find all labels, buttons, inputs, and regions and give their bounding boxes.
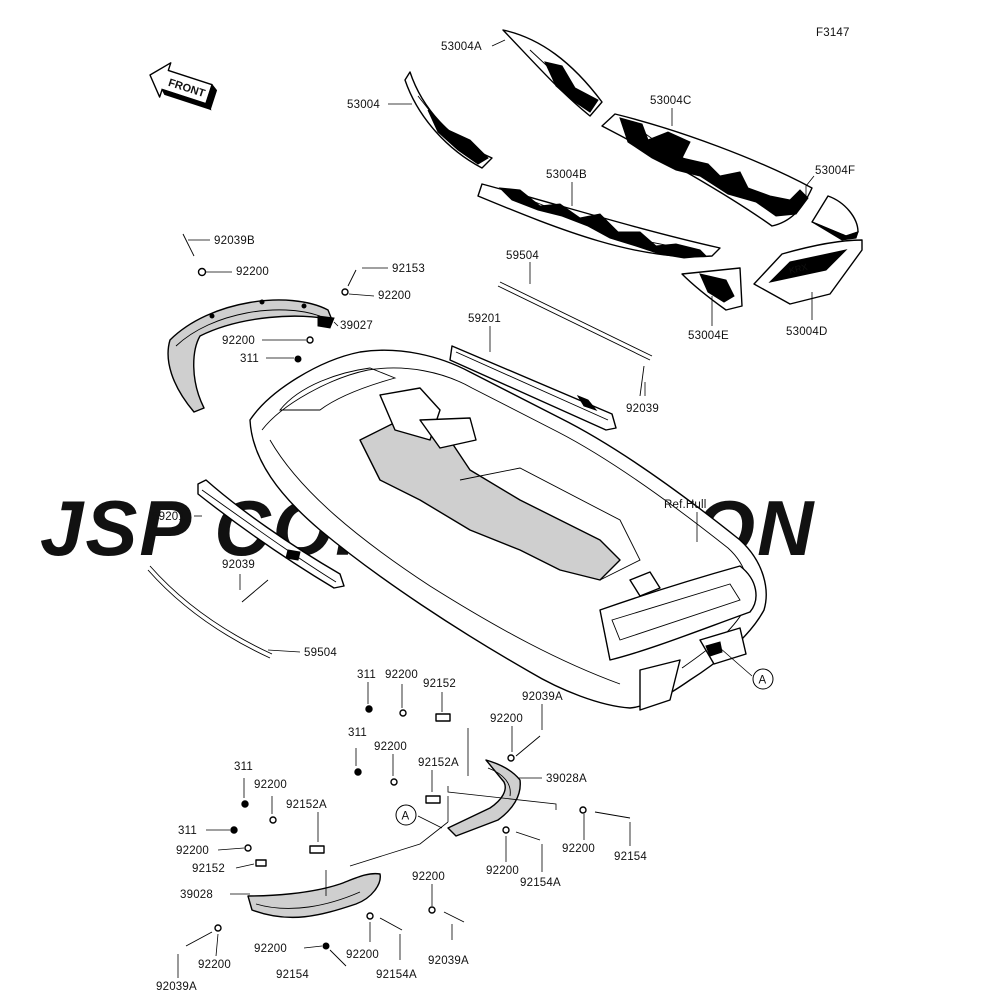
- svg-text:A: A: [759, 675, 767, 687]
- leader-lines: [177, 39, 815, 978]
- part-label: 311: [178, 825, 197, 837]
- part-label: 59504: [506, 250, 539, 262]
- part-label: 39028: [180, 889, 213, 901]
- part-label: 92039A: [522, 691, 563, 703]
- part-label: 311: [234, 761, 253, 773]
- part-label: 92200: [412, 871, 445, 883]
- part-label: 53004D: [786, 326, 827, 338]
- molding-59504-top: [497, 281, 653, 361]
- svg-text:A: A: [402, 811, 410, 823]
- part-label: 92200: [346, 949, 379, 961]
- part-label: 39028A: [546, 773, 587, 785]
- part-label: 92039: [222, 559, 255, 571]
- svg-text:KRX: KRX: [788, 262, 808, 276]
- part-label: 53004C: [650, 95, 691, 107]
- sponson-39028A: [447, 759, 521, 837]
- part-label: 311: [348, 727, 367, 739]
- molding-59201-top: [449, 345, 617, 431]
- part-label: 59504: [304, 647, 337, 659]
- part-label: 92200: [222, 335, 255, 347]
- figure-id: F3147: [816, 27, 850, 39]
- ref-hull-label: Ref.Hull: [664, 499, 707, 511]
- part-label: 92039: [626, 403, 659, 415]
- part-label: 92039B: [214, 235, 255, 247]
- part-label: 92154: [614, 851, 647, 863]
- sponson-39028: [247, 872, 381, 919]
- part-label: 92200: [374, 741, 407, 753]
- part-labels: 53004A 53004 53004C 53004B 53004F 53004E…: [152, 41, 855, 993]
- part-label: 39027: [340, 320, 373, 332]
- part-label: 92200: [254, 779, 287, 791]
- decal-53004E: [681, 267, 743, 311]
- decal-53004B: [477, 183, 721, 259]
- part-label: 311: [357, 669, 376, 681]
- callout-a-hull: A: [752, 668, 774, 690]
- part-label: 92152A: [418, 757, 459, 769]
- part-label: 59201: [468, 313, 501, 325]
- part-label: 92039A: [428, 955, 469, 967]
- part-label: 92200: [236, 266, 269, 278]
- part-label: 92200: [490, 713, 523, 725]
- part-label: 92200: [385, 669, 418, 681]
- part-label: 92154A: [520, 877, 561, 889]
- fasteners-lower-right: [354, 705, 631, 841]
- part-label: 53004E: [688, 330, 729, 342]
- part-label: 92154A: [376, 969, 417, 981]
- part-label: 92152: [192, 863, 225, 875]
- fasteners-lower-left: [185, 800, 465, 967]
- front-arrow-icon: FRONT: [149, 62, 218, 111]
- decal-53004F: [811, 195, 859, 241]
- callout-a-sponson: A: [395, 804, 417, 826]
- rivet-92039-left: [241, 579, 269, 603]
- part-label: 92039A: [156, 981, 197, 993]
- part-label: 59201: [152, 511, 185, 523]
- part-label: 92200: [378, 290, 411, 302]
- part-label: 92200: [198, 959, 231, 971]
- decal-53004C: [601, 113, 813, 227]
- part-label: 92152: [423, 678, 456, 690]
- decal-53004: [404, 71, 493, 169]
- part-label: 53004: [347, 99, 380, 111]
- part-label: 53004F: [815, 165, 855, 177]
- part-label: 92154: [276, 969, 309, 981]
- rear-grip-handle: [167, 299, 333, 413]
- part-label: 92200: [176, 845, 209, 857]
- part-label: 92200: [254, 943, 287, 955]
- molding-59201-left: [197, 479, 345, 589]
- part-label: 92200: [486, 865, 519, 877]
- decal-53004D: KRX: [753, 239, 863, 305]
- part-label: 311: [240, 353, 259, 365]
- part-label: 53004B: [546, 169, 587, 181]
- decal-53004A: [502, 29, 603, 117]
- part-label: 53004A: [441, 41, 482, 53]
- part-label: 92200: [562, 843, 595, 855]
- part-label: 92152A: [286, 799, 327, 811]
- part-label: 92153: [392, 263, 425, 275]
- hull: Ref.Hull: [249, 349, 767, 711]
- rear-handle-fasteners: [182, 233, 357, 363]
- rivet-92039-top: [639, 365, 645, 397]
- molding-59504-left: [147, 565, 273, 659]
